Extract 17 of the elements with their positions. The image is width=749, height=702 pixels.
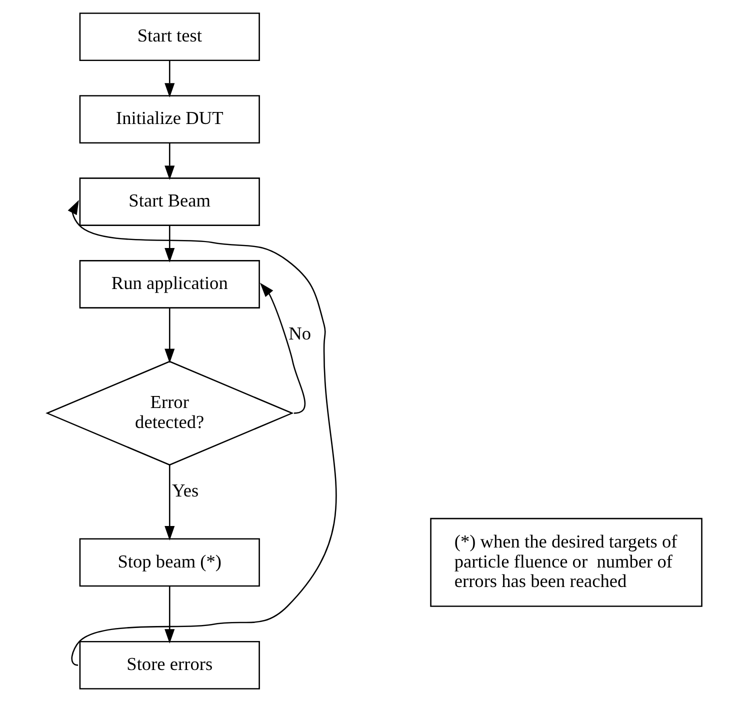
node-box: Store errors: [79, 640, 260, 690]
arrow: [164, 60, 175, 98]
edge-label: No: [288, 323, 312, 344]
arrow: [164, 226, 175, 262]
node-box: Run application: [79, 260, 260, 308]
node-box: Start test: [79, 12, 260, 62]
node-diamond: Error detected?: [46, 360, 294, 466]
node-box: Initialize DUT: [79, 95, 260, 144]
arrow: [260, 282, 306, 414]
arrow: [164, 464, 175, 540]
node-box: Stop beam (*): [79, 538, 260, 587]
node-box: Start Beam: [79, 178, 260, 226]
arrow: [164, 143, 175, 180]
edge-label: Yes: [172, 480, 199, 501]
arrow: [164, 586, 175, 644]
node-box: (*) when the desired targets of particle fluence or number of errors has been reached: [430, 518, 702, 607]
arrow: [164, 308, 175, 364]
